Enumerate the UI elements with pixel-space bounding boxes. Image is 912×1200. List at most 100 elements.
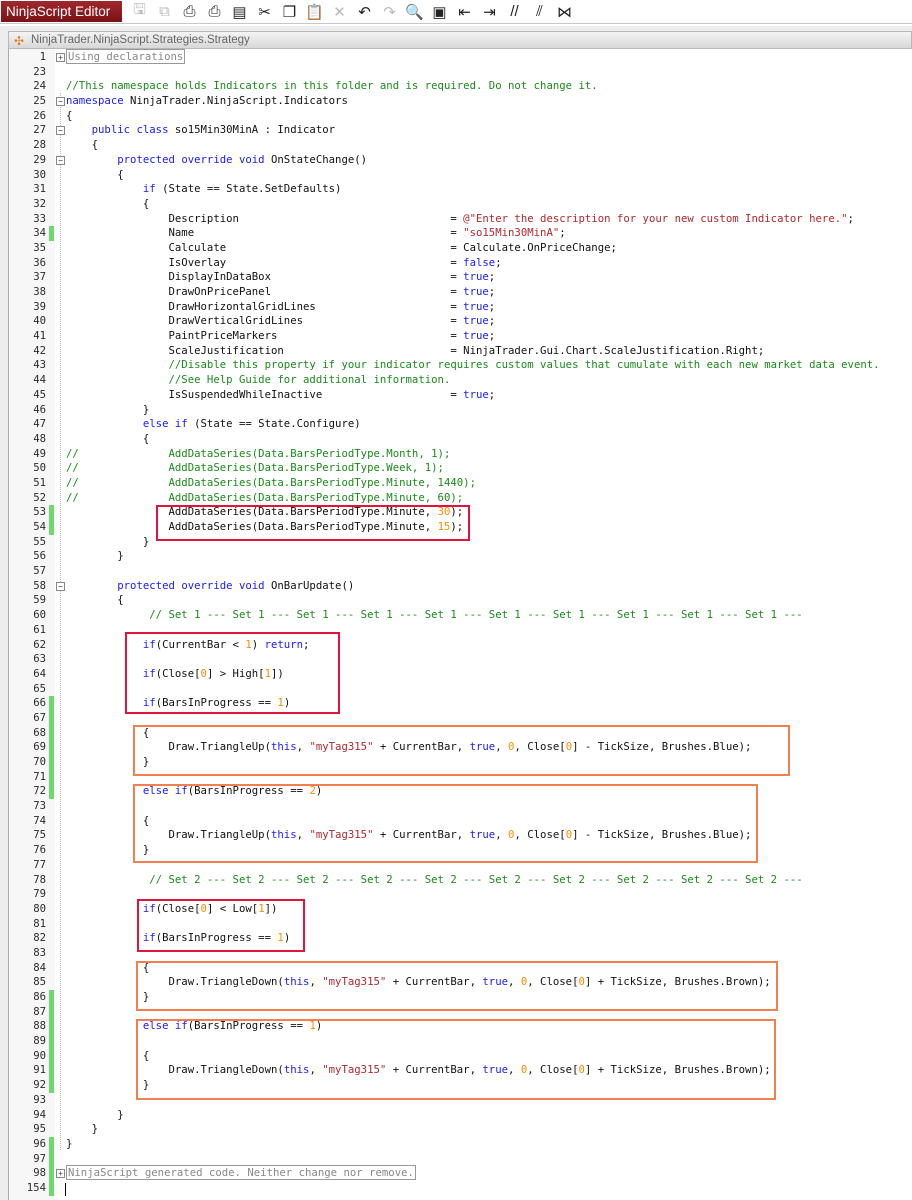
code-line[interactable]: 80 if(Close[0] < Low[1]) — [0, 902, 912, 917]
outdent-icon[interactable]: ⇤ — [458, 3, 471, 21]
code-line[interactable]: 1+Using declarations — [0, 49, 912, 65]
collapse-icon[interactable]: − — [56, 581, 65, 591]
code-line[interactable]: 91 Draw.TriangleDown(this, "myTag315" + … — [0, 1063, 912, 1079]
code-line[interactable]: 63 — [0, 652, 912, 667]
code-line[interactable]: 93 — [0, 1093, 912, 1108]
code-line[interactable]: 66 if(BarsInProgress == 1) — [0, 696, 912, 711]
collapsed-region[interactable]: Using declarations — [66, 49, 186, 64]
code-line[interactable]: 27− public class so15Min30MinA : Indicat… — [0, 123, 912, 138]
code-line[interactable]: 28 { — [0, 138, 912, 153]
code-line[interactable]: 42 ScaleJustification= NinjaTrader.Gui.C… — [0, 344, 912, 359]
code-line[interactable]: 72 else if(BarsInProgress == 2) — [0, 784, 912, 800]
code-line[interactable]: 78 // Set 2 --- Set 2 --- Set 2 --- Set … — [0, 873, 912, 888]
code-line[interactable]: 49// AddDataSeries(Data.BarsPeriodType.M… — [0, 447, 912, 462]
compile-icon[interactable]: ▣ — [432, 3, 447, 21]
code-line[interactable]: 53 AddDataSeries(Data.BarsPeriodType.Min… — [0, 505, 912, 520]
code-line[interactable]: 26{ — [0, 109, 912, 124]
code-line[interactable]: 92 } — [0, 1078, 912, 1093]
code-line[interactable]: 71 — [0, 769, 912, 785]
code-line[interactable]: 56 } — [0, 549, 912, 564]
code-line[interactable]: 29− protected override void OnStateChang… — [0, 153, 912, 168]
code-line[interactable]: 77 — [0, 858, 912, 873]
save-icon[interactable]: 🖫 — [133, 1, 146, 18]
code-line[interactable]: 89 — [0, 1034, 912, 1049]
code-line[interactable]: 59 { — [0, 593, 912, 608]
code-line[interactable]: 57 — [0, 564, 912, 579]
code-line[interactable]: 24//This namespace holds Indicators in t… — [0, 79, 912, 94]
redo-icon[interactable]: ↷ — [383, 3, 396, 21]
delete-icon[interactable]: ✕ — [333, 3, 346, 21]
code-line[interactable]: 96} — [0, 1136, 912, 1152]
visual-studio-icon[interactable]: ⋈ — [557, 3, 572, 21]
code-line[interactable]: 35 Calculate= Calculate.OnPriceChange; — [0, 241, 912, 256]
code-line[interactable]: 51// AddDataSeries(Data.BarsPeriodType.M… — [0, 476, 912, 491]
code-line[interactable]: 25−namespace NinjaTrader.NinjaScript.Ind… — [0, 94, 912, 109]
collapse-icon[interactable]: − — [56, 155, 65, 165]
code-line[interactable]: 48 { — [0, 432, 912, 447]
code-line[interactable]: 79 — [0, 887, 912, 902]
code-line[interactable]: 74 { — [0, 814, 912, 829]
save-all-icon[interactable]: ⧉ — [159, 3, 170, 20]
code-line[interactable]: 55 } — [0, 535, 912, 550]
code-line[interactable]: 82 if(BarsInProgress == 1) — [0, 931, 912, 946]
comment-icon[interactable]: // — [510, 3, 519, 20]
code-line[interactable]: 36 IsOverlay= false; — [0, 256, 912, 271]
code-line[interactable]: 87 — [0, 1004, 912, 1020]
code-line[interactable]: 54 AddDataSeries(Data.BarsPeriodType.Min… — [0, 520, 912, 535]
code-line[interactable]: 98+NinjaScript generated code. Neither c… — [0, 1165, 912, 1181]
code-line[interactable]: 52// AddDataSeries(Data.BarsPeriodType.M… — [0, 491, 912, 506]
copy-icon[interactable]: ❐ — [282, 3, 297, 21]
code-line[interactable]: 47 else if (State == State.Configure) — [0, 417, 912, 432]
code-line[interactable]: 69 Draw.TriangleUp(this, "myTag315" + Cu… — [0, 740, 912, 755]
code-line[interactable]: 23 — [0, 65, 912, 80]
code-line[interactable]: 65 — [0, 682, 912, 697]
code-line[interactable]: 86 } — [0, 990, 912, 1005]
code-line[interactable]: 88 else if(BarsInProgress == 1) — [0, 1019, 912, 1035]
code-line[interactable]: 30 { — [0, 168, 912, 183]
code-line[interactable]: 31 if (State == State.SetDefaults) — [0, 182, 912, 197]
collapse-icon[interactable]: − — [56, 126, 65, 136]
code-line[interactable]: 50// AddDataSeries(Data.BarsPeriodType.W… — [0, 461, 912, 476]
code-line[interactable]: 76 } — [0, 843, 912, 858]
code-line[interactable]: 68 { — [0, 725, 912, 741]
paste-icon[interactable]: 📋 — [305, 3, 324, 21]
code-line[interactable]: 90 { — [0, 1048, 912, 1064]
document-tab[interactable]: ✣ NinjaTrader.NinjaScript.Strategies.Str… — [8, 31, 912, 49]
indent-icon[interactable]: ⇥ — [483, 3, 496, 21]
code-line[interactable]: 61 — [0, 623, 912, 638]
code-line[interactable]: 37 DisplayInDataBox= true; — [0, 270, 912, 285]
code-line[interactable]: 85 Draw.TriangleDown(this, "myTag315" + … — [0, 975, 912, 990]
properties-icon[interactable]: ▤ — [232, 3, 247, 21]
code-line[interactable]: 41 PaintPriceMarkers= true; — [0, 329, 912, 344]
code-line[interactable]: 39 DrawHorizontalGridLines= true; — [0, 300, 912, 315]
code-line[interactable]: 60 // Set 1 --- Set 1 --- Set 1 --- Set … — [0, 608, 912, 623]
print-preview-icon[interactable]: ⎙ — [208, 3, 221, 20]
code-editor[interactable] — [8, 49, 912, 1200]
code-line[interactable]: 94 } — [0, 1108, 912, 1123]
code-line[interactable]: 43 //Disable this property if your indic… — [0, 358, 912, 373]
code-line[interactable]: 75 Draw.TriangleUp(this, "myTag315" + Cu… — [0, 828, 912, 843]
expand-icon[interactable]: + — [56, 53, 65, 62]
code-line[interactable]: 33 Description= @"Enter the description … — [0, 212, 912, 227]
code-line[interactable]: 40 DrawVerticalGridLines= true; — [0, 314, 912, 329]
code-line[interactable]: 73 — [0, 799, 912, 814]
code-line[interactable]: 67 — [0, 710, 912, 726]
code-line[interactable]: 81 — [0, 917, 912, 932]
code-line[interactable]: 34 Name= "so15Min30MinA"; — [0, 226, 912, 241]
expand-icon[interactable]: + — [56, 1169, 65, 1179]
code-line[interactable]: 97 — [0, 1151, 912, 1167]
code-line[interactable]: 154 — [0, 1180, 912, 1196]
code-line[interactable]: 38 DrawOnPricePanel= true; — [0, 285, 912, 300]
code-line[interactable]: 70 } — [0, 755, 912, 770]
code-line[interactable]: 44 //See Help Guide for additional infor… — [0, 373, 912, 388]
code-line[interactable]: 64 if(Close[0] > High[1]) — [0, 667, 912, 682]
undo-icon[interactable]: ↶ — [358, 3, 371, 21]
code-line[interactable]: 45 IsSuspendedWhileInactive= true; — [0, 388, 912, 403]
collapsed-region[interactable]: NinjaScript generated code. Neither chan… — [66, 1165, 416, 1181]
collapse-icon[interactable]: − — [56, 97, 65, 107]
code-line[interactable]: 83 — [0, 946, 912, 961]
find-icon[interactable]: 🔍 — [405, 3, 424, 21]
code-line[interactable]: 32 { — [0, 197, 912, 212]
code-line[interactable]: 62 if(CurrentBar < 1) return; — [0, 638, 912, 653]
